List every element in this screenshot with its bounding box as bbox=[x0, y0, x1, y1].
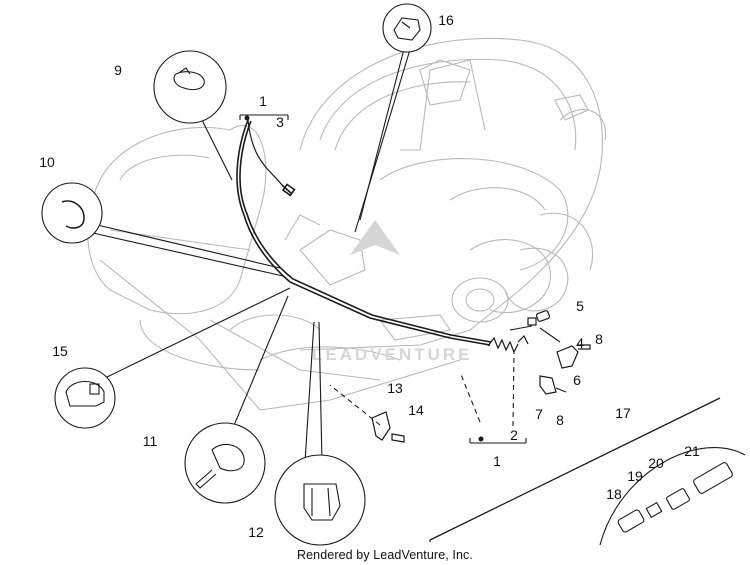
detail-circle-16 bbox=[382, 3, 432, 53]
main-cable bbox=[236, 119, 492, 346]
callout-1-top: 1 bbox=[259, 93, 267, 109]
callout-8-b: 8 bbox=[556, 412, 564, 428]
callout-20: 20 bbox=[648, 455, 664, 471]
callout-3: 3 bbox=[276, 114, 284, 130]
hardware bbox=[371, 310, 591, 443]
scooter-body-outline bbox=[87, 37, 607, 411]
callout-12: 12 bbox=[248, 524, 264, 540]
watermark-text: LEADVENTURE bbox=[312, 345, 473, 364]
callout-16: 16 bbox=[438, 12, 454, 28]
detail-circle-fittings bbox=[599, 447, 746, 546]
callout-1-bottom: 1 bbox=[493, 453, 501, 469]
detail-circle-10 bbox=[41, 182, 103, 244]
detail-circle-11 bbox=[184, 422, 266, 504]
cable-kit-17 bbox=[429, 397, 721, 542]
watermark: LEADVENTURE bbox=[312, 220, 473, 364]
detail-circle-15 bbox=[54, 367, 116, 429]
bullet-dot bbox=[244, 115, 250, 121]
cable-spring bbox=[487, 334, 529, 354]
callout-18: 18 bbox=[606, 486, 622, 502]
callout-10: 10 bbox=[39, 154, 55, 170]
callout-9: 9 bbox=[114, 62, 122, 78]
callout-4: 4 bbox=[576, 335, 584, 351]
callout-15: 15 bbox=[52, 343, 68, 359]
callout-19: 19 bbox=[627, 468, 643, 484]
footer-credit: Rendered by LeadVenture, Inc. bbox=[297, 548, 473, 562]
callout-7: 7 bbox=[535, 406, 543, 422]
callout-6: 6 bbox=[573, 372, 581, 388]
callout-17: 17 bbox=[615, 405, 631, 421]
callout-5: 5 bbox=[576, 298, 584, 314]
callout-14: 14 bbox=[408, 402, 424, 418]
callout-11: 11 bbox=[142, 433, 158, 449]
leader-lines bbox=[92, 42, 561, 463]
callout-2: 2 bbox=[510, 427, 518, 443]
callout-13: 13 bbox=[387, 380, 403, 396]
bullet-dot bbox=[478, 436, 484, 442]
callout-8-a: 8 bbox=[595, 331, 603, 347]
detail-circle-12 bbox=[274, 454, 366, 546]
callout-21: 21 bbox=[684, 443, 700, 459]
detail-circle-9 bbox=[153, 50, 227, 124]
